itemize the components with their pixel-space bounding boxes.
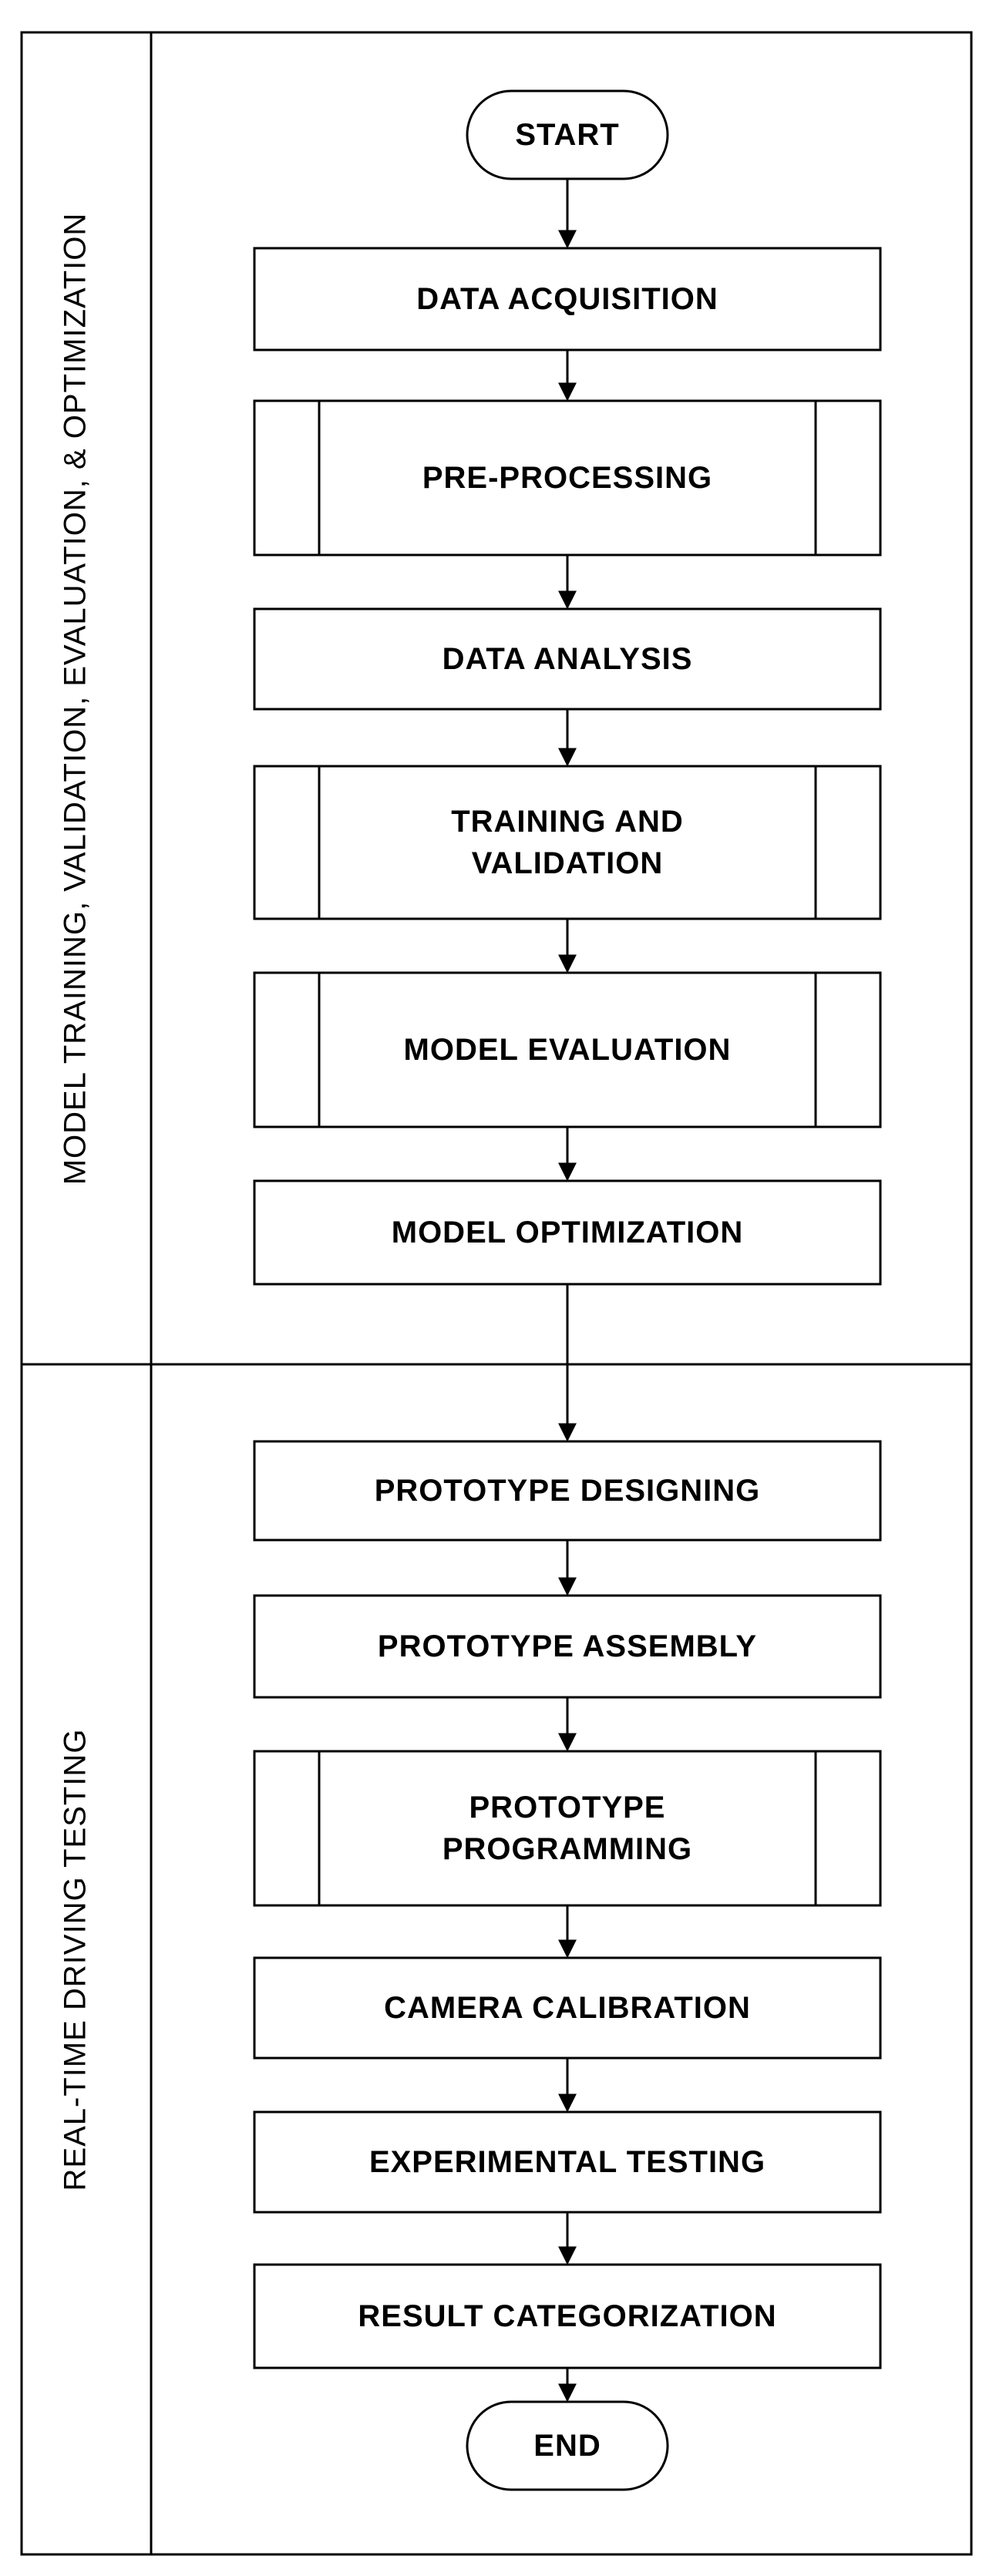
data-analysis-node: DATA ANALYSIS (254, 609, 880, 709)
camera-calibration-node: CAMERA CALIBRATION (254, 1958, 880, 2058)
prototype-assembly-node: PROTOTYPE ASSEMBLY (254, 1596, 880, 1697)
result-categorization-label: RESULT CATEGORIZATION (358, 2299, 777, 2333)
start-label: START (515, 118, 620, 152)
end-node: END (467, 2402, 668, 2490)
prototype-assembly-label: PROTOTYPE ASSEMBLY (377, 1629, 758, 1663)
prototype-programming-node: PROTOTYPE PROGRAMMING (254, 1751, 880, 1905)
prototype-programming-box (253, 1750, 882, 1907)
outer-frame (20, 31, 973, 2556)
prototype-designing-label: PROTOTYPE DESIGNING (374, 1474, 761, 1508)
model-optimization-node: MODEL OPTIMIZATION (254, 1181, 880, 1284)
training-validation-label: TRAINING AND VALIDATION (451, 805, 684, 880)
training-validation-box (253, 765, 882, 920)
lane-label-real-time-testing: REAL-TIME DRIVING TESTING (22, 1364, 130, 2554)
model-evaluation-box (253, 971, 882, 1128)
experimental-testing-box (253, 2110, 882, 2214)
lane-label-model-training: MODEL TRAINING, VALIDATION, EVALUATION, … (22, 32, 130, 1364)
model-evaluation-label: MODEL EVALUATION (403, 1033, 732, 1067)
camera-calibration-label: CAMERA CALIBRATION (384, 1991, 751, 2025)
prototype-programming-label: PROTOTYPE PROGRAMMING (442, 1791, 693, 1866)
experimental-testing-node: EXPERIMENTAL TESTING (254, 2112, 880, 2212)
training-validation-node: TRAINING AND VALIDATION (254, 766, 880, 919)
pre-processing-label: PRE-PROCESSING (422, 461, 713, 495)
end-label: END (533, 2429, 601, 2463)
prototype-designing-box (253, 1440, 882, 1542)
data-acquisition-label: DATA ACQUISITION (416, 282, 718, 316)
model-optimization-label: MODEL OPTIMIZATION (391, 1216, 744, 1249)
prototype-designing-node: PROTOTYPE DESIGNING (254, 1441, 880, 1540)
model-evaluation-node: MODEL EVALUATION (254, 973, 880, 1127)
data-acquisition-node: DATA ACQUISITION (254, 248, 880, 350)
experimental-testing-label: EXPERIMENTAL TESTING (368, 2145, 766, 2179)
prototype-assembly-box (253, 1594, 882, 1699)
result-categorization-node: RESULT CATEGORIZATION (254, 2265, 880, 2368)
data-analysis-label: DATA ANALYSIS (442, 642, 693, 676)
lane-label-real-time-testing-text: REAL-TIME DRIVING TESTING (58, 1728, 93, 2191)
pre-processing-node: PRE-PROCESSING (254, 401, 880, 555)
result-categorization-box (253, 2263, 882, 2369)
start-node: START (467, 91, 668, 179)
data-analysis-box (253, 607, 882, 711)
lane-label-model-training-text: MODEL TRAINING, VALIDATION, EVALUATION, … (58, 212, 93, 1185)
